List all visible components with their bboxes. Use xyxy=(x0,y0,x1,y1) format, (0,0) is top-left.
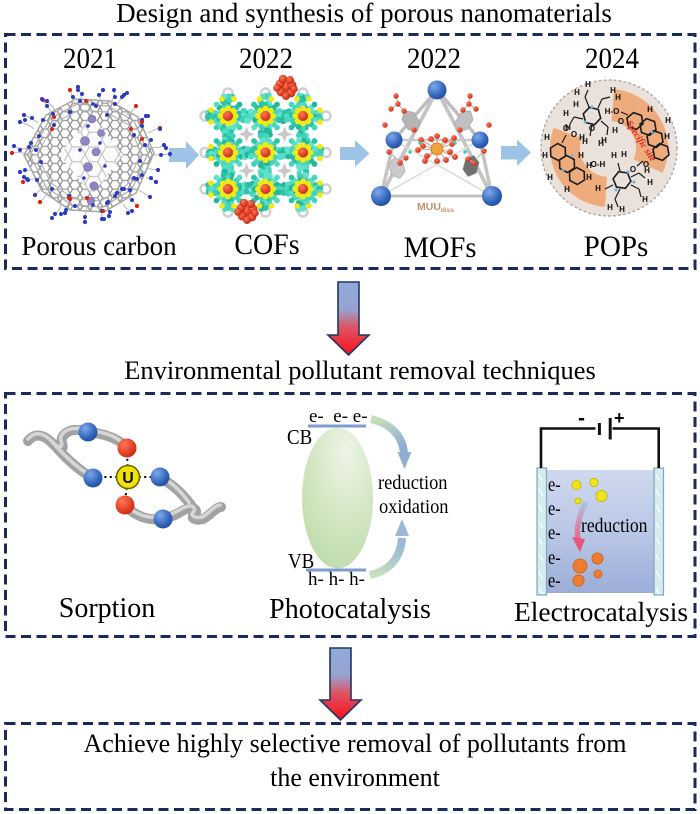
svg-text:H: H xyxy=(573,100,579,109)
svg-text:O: O xyxy=(643,160,649,169)
svg-text:O: O xyxy=(589,124,595,133)
svg-text:H: H xyxy=(586,161,592,170)
svg-text:H: H xyxy=(664,132,670,141)
svg-text:H: H xyxy=(542,151,548,160)
svg-text:H: H xyxy=(563,109,569,118)
svg-text:H: H xyxy=(601,136,607,145)
svg-text:H: H xyxy=(647,105,653,114)
svg-text:U: U xyxy=(122,470,134,487)
svg-text:H: H xyxy=(595,184,601,193)
svg-text:H: H xyxy=(610,86,616,95)
svg-text:O: O xyxy=(618,117,624,126)
svg-text:H: H xyxy=(564,185,570,194)
svg-text:H: H xyxy=(585,80,591,89)
svg-text:H: H xyxy=(547,173,553,182)
svg-text:H: H xyxy=(598,139,604,148)
svg-text:H: H xyxy=(615,93,621,102)
svg-text:H: H xyxy=(579,133,585,142)
svg-text:H: H xyxy=(574,88,580,97)
svg-text:MUUdiss: MUUdiss xyxy=(417,201,454,214)
svg-text:H: H xyxy=(612,126,618,135)
svg-text:H: H xyxy=(665,116,671,125)
svg-text:H: H xyxy=(621,150,627,159)
svg-text:H: H xyxy=(647,178,653,187)
svg-text:H: H xyxy=(607,203,613,212)
svg-text:H: H xyxy=(619,205,625,214)
svg-text:H: H xyxy=(611,151,617,160)
svg-text:O: O xyxy=(563,124,569,133)
svg-text:H: H xyxy=(582,137,588,146)
svg-text:H: H xyxy=(586,173,592,182)
svg-text:H: H xyxy=(642,195,648,204)
svg-text:O-H: O-H xyxy=(591,160,606,169)
svg-text:O: O xyxy=(630,165,636,174)
svg-text:H: H xyxy=(578,151,584,160)
svg-text:O: O xyxy=(571,130,577,139)
svg-text:H: H xyxy=(544,133,550,142)
svg-text:H: H xyxy=(644,166,650,175)
svg-text:H-O: H-O xyxy=(605,107,620,116)
svg-text:H: H xyxy=(565,123,571,132)
